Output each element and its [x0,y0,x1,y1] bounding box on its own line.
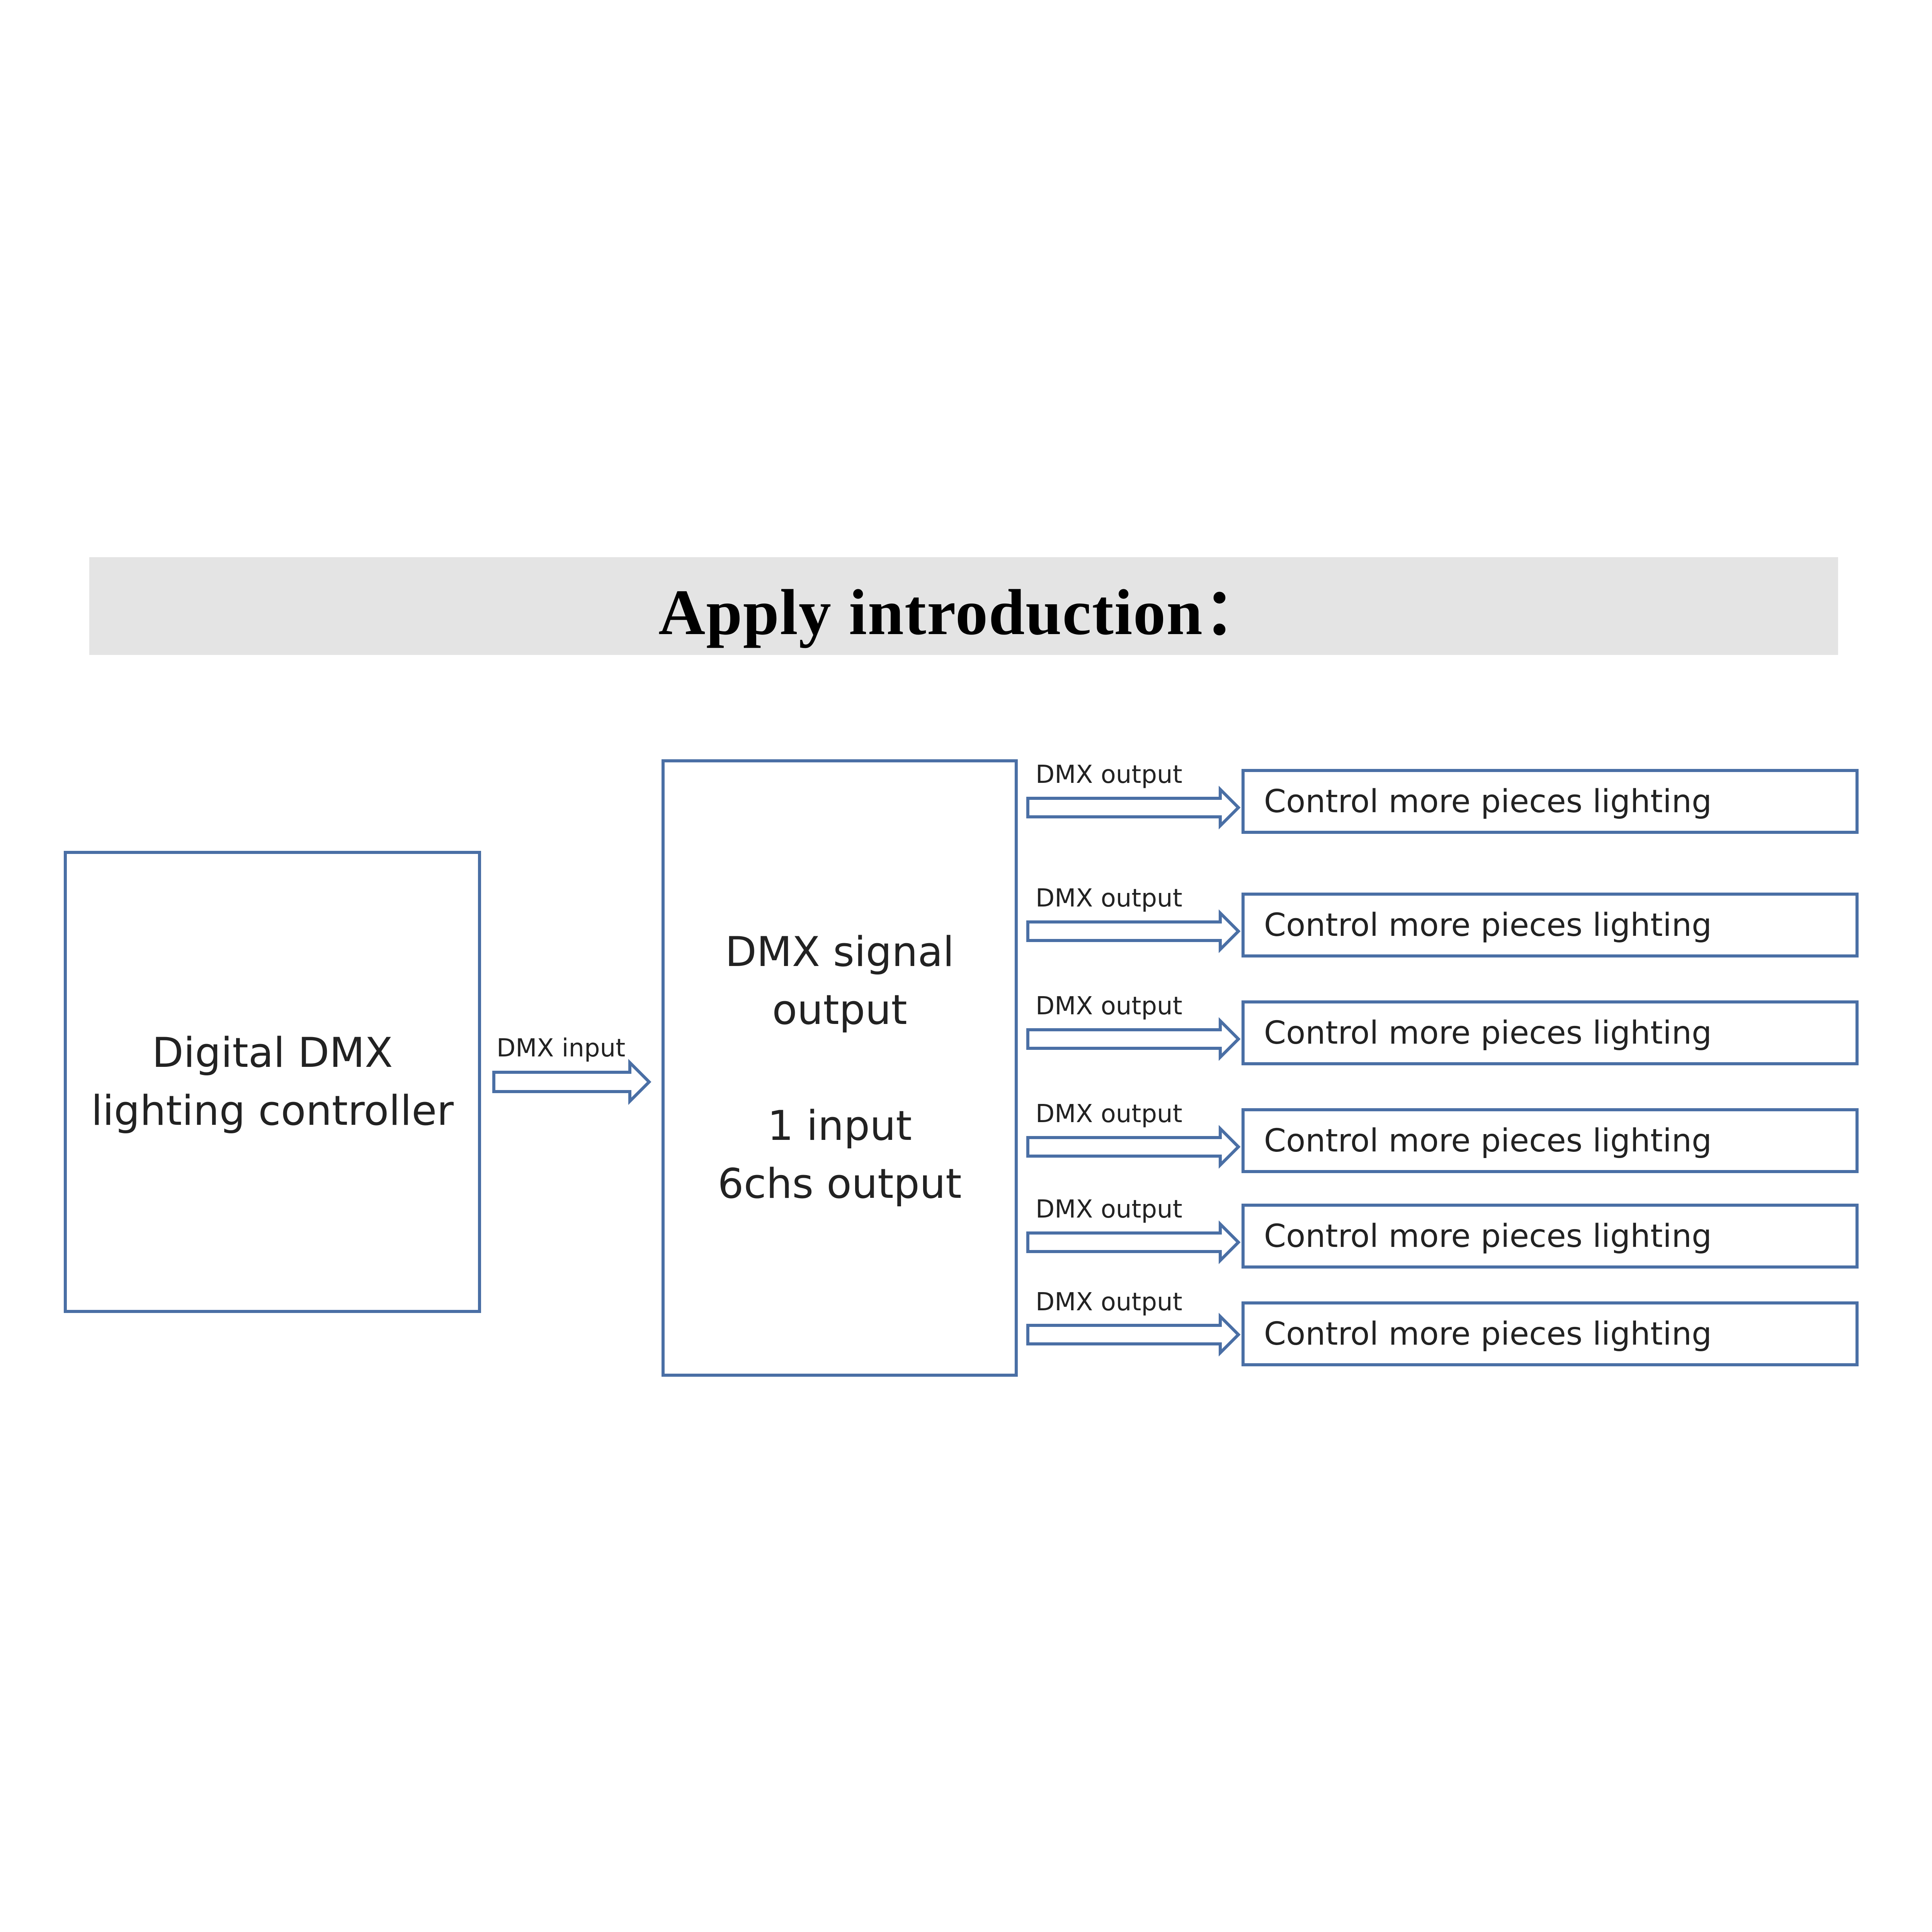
splitter-line-2: output [772,986,907,1034]
input-arrow [492,1059,651,1105]
output-box-4: Control more pieces lighting [1242,1108,1859,1173]
output-label-4: DMX output [1036,1100,1182,1128]
output-target-3: Control more pieces lighting [1264,1014,1712,1051]
output-box-5: Control more pieces lighting [1242,1204,1859,1269]
splitter-line-3: 1 input [767,1102,912,1150]
output-arrow-3 [1026,1017,1241,1061]
output-target-2: Control more pieces lighting [1264,906,1712,944]
splitter-line-1: DMX signal [725,928,954,976]
output-label-6: DMX output [1036,1288,1182,1316]
output-arrow-2 [1026,909,1241,953]
controller-line-1: Digital DMX [152,1029,393,1077]
output-arrow-4 [1026,1125,1241,1169]
title-band: Apply introduction： [89,557,1838,655]
output-box-1: Control more pieces lighting [1242,769,1859,834]
output-target-1: Control more pieces lighting [1264,783,1712,820]
input-label: DMX input [497,1034,626,1063]
output-arrow-1 [1026,786,1241,830]
output-label-1: DMX output [1036,760,1182,789]
controller-box: Digital DMX lighting controller [64,851,481,1313]
output-target-6: Control more pieces lighting [1264,1315,1712,1352]
output-box-2: Control more pieces lighting [1242,893,1859,957]
output-arrow-6 [1026,1313,1241,1357]
splitter-line-4: 6chs output [718,1160,962,1208]
output-label-2: DMX output [1036,884,1182,913]
output-target-5: Control more pieces lighting [1264,1218,1712,1255]
output-target-4: Control more pieces lighting [1264,1122,1712,1159]
splitter-box: DMX signal output 1 input 6chs output [662,759,1018,1377]
output-arrow-5 [1026,1220,1241,1264]
diagram-title: Apply introduction： [658,577,1269,648]
output-box-6: Control more pieces lighting [1242,1301,1859,1366]
output-box-3: Control more pieces lighting [1242,1000,1859,1065]
output-label-5: DMX output [1036,1195,1182,1224]
controller-line-2: lighting controller [91,1087,454,1134]
output-label-3: DMX output [1036,992,1182,1020]
